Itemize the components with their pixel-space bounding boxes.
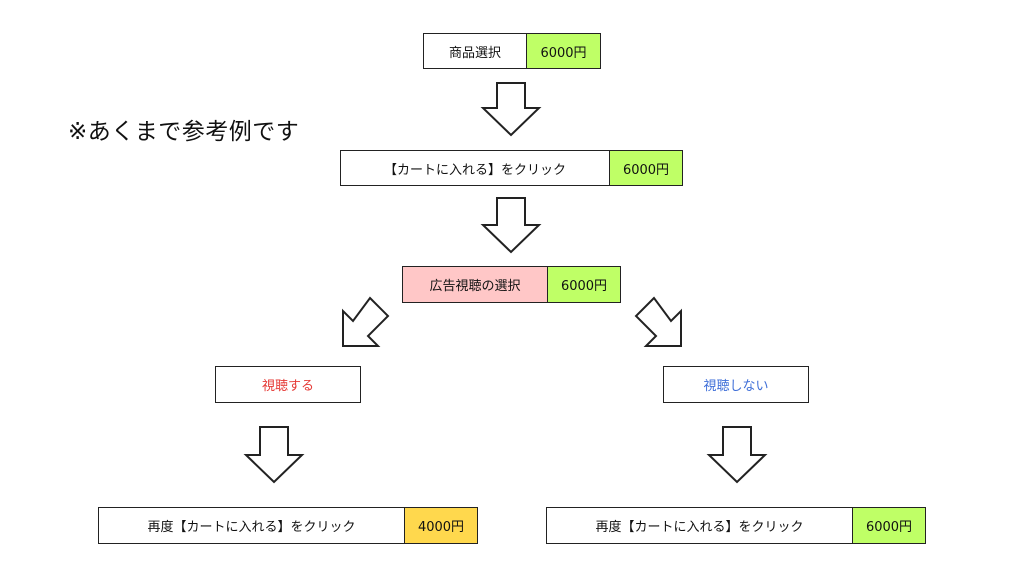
add-to-cart-price: 6000円	[609, 150, 683, 186]
no-watch-result-box: 再度【カートに入れる】をクリック	[546, 507, 853, 544]
watch-result-price: 4000円	[404, 507, 478, 544]
ad-choice-box: 広告視聴の選択	[402, 266, 548, 303]
watch-result-box: 再度【カートに入れる】をクリック	[98, 507, 405, 544]
down-arrow-icon	[706, 426, 768, 484]
add-to-cart-box: 【カートに入れる】をクリック	[340, 150, 610, 186]
down-arrow-icon	[480, 82, 542, 137]
no-watch-branch-box: 視聴しない	[663, 366, 809, 403]
select-product-box: 商品選択	[423, 33, 527, 69]
disclaimer-note: ※あくまで参考例です	[68, 119, 300, 145]
diagonal-down-right-arrow-icon	[634, 296, 682, 347]
watch-branch-box: 視聴する	[215, 366, 361, 403]
no-watch-result-price: 6000円	[852, 507, 926, 544]
down-arrow-icon	[243, 426, 305, 484]
ad-choice-price: 6000円	[547, 266, 621, 303]
down-arrow-icon	[480, 197, 542, 254]
select-product-price: 6000円	[526, 33, 601, 69]
diagonal-down-left-arrow-icon	[342, 296, 390, 347]
